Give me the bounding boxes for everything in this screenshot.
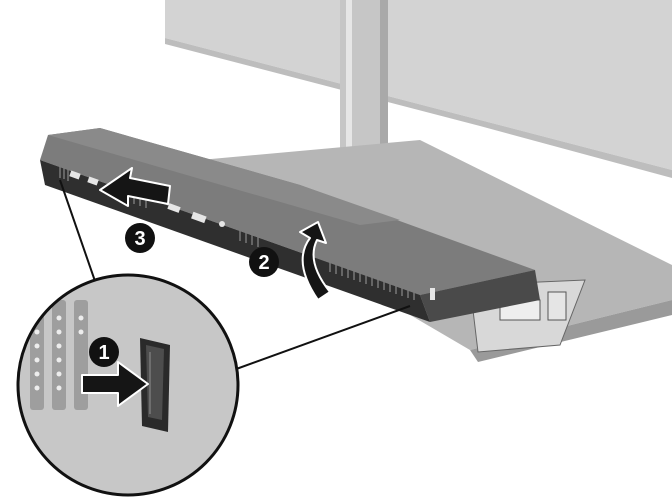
- step-number-3: 3: [134, 228, 145, 250]
- slide-left-arrow: [99, 167, 171, 207]
- step-badge-2: 2: [249, 247, 279, 277]
- monitor-panel: [165, 0, 672, 178]
- step-number-1: 1: [98, 342, 109, 364]
- lift-up-arrow: [299, 221, 331, 301]
- rear-io-cover: [40, 128, 540, 322]
- step-number-2: 2: [258, 252, 269, 274]
- latch-closeup-callout: [16, 273, 240, 497]
- io-ports: [69, 170, 435, 300]
- step-badge-3: 3: [125, 223, 155, 253]
- push-right-arrow: [81, 361, 149, 407]
- step-badge-1: 1: [89, 337, 119, 367]
- release-latch: [140, 338, 170, 432]
- callout-leader-lines: [59, 179, 411, 373]
